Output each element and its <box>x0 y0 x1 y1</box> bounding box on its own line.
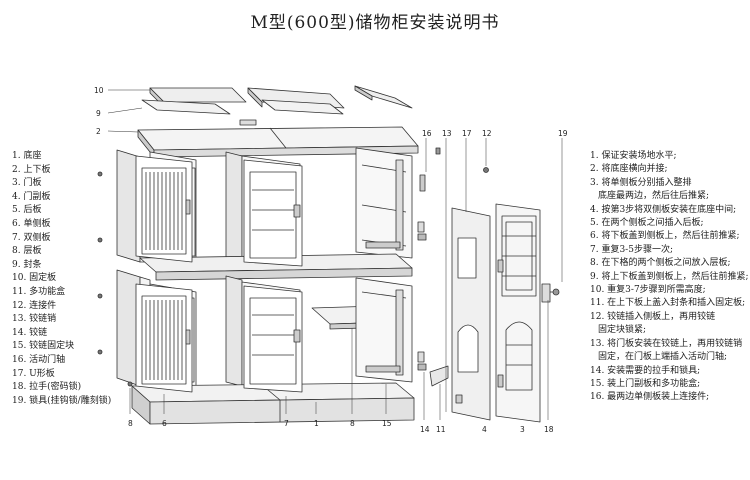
step-item: 6. 将下板盖到侧板上，然后往前推紧; <box>590 231 740 242</box>
part-item: 1. 底座 <box>12 151 42 161</box>
step-item: 14. 安装需要的拉手和锁具; <box>590 365 701 376</box>
parts-list: 1. 底座 2. 上下板 3. 门板 4. 门副板 5. 后板 6. 单侧板 7… <box>12 150 111 408</box>
top-board <box>137 119 419 158</box>
callout-label: 4 <box>482 425 487 434</box>
part-item: 8. 层板 <box>12 246 42 257</box>
lock-and-handle <box>541 283 560 303</box>
leader-lines <box>107 89 563 420</box>
part-item: 5. 后板 <box>12 205 42 216</box>
step-item: 13. 将门板安装在铰链上，再用铰链销 <box>590 338 743 349</box>
step-item: 固定，在门板上端插入活动门轴; <box>598 352 728 363</box>
callout-label: 18 <box>544 425 554 434</box>
part-item: 11. 多功能盒 <box>12 286 66 297</box>
callout-label: 19 <box>558 129 568 138</box>
callout-label: 7 <box>284 419 289 428</box>
callout-label: 8 <box>350 419 355 428</box>
door-panel-exploded <box>495 203 541 423</box>
step-item: 10. 重复3-7步骤到所需高度; <box>590 285 706 296</box>
part-item: 13. 铰链销 <box>12 314 57 325</box>
callout-label: 10 <box>94 86 104 95</box>
callout-label: 14 <box>420 425 430 434</box>
part-item: 14. 铰链 <box>12 327 48 338</box>
small-hardware <box>97 147 489 387</box>
callout-label: 11 <box>436 425 446 434</box>
step-item: 16. 最两边单侧板装上连接件; <box>590 392 710 403</box>
callout-label: 15 <box>382 419 392 428</box>
part-item: 18. 拉手(密码锁) <box>12 382 82 393</box>
callout-label: 3 <box>520 425 525 434</box>
u-plate-and-door-subplate <box>451 207 491 421</box>
callout-label: 6 <box>162 419 167 428</box>
step-item: 4. 按第3步将双侧板安装在底座中间; <box>590 204 737 215</box>
step-item: 5. 在两个侧板之间插入后板; <box>590 218 704 229</box>
part-item: 10. 固定板 <box>12 273 57 284</box>
part-item: 12. 连接件 <box>12 300 57 311</box>
fixing-plate-strips <box>149 85 413 109</box>
part-item: 7. 双侧板 <box>12 232 51 243</box>
callout-label: 12 <box>482 129 492 138</box>
step-item: 15. 装上门副板和多功能盒; <box>590 378 701 389</box>
step-item: 9. 将上下板盖到侧板上，然后往前推紧; <box>590 271 749 282</box>
step-item: 11. 在上下板上盖入封条和插入固定板; <box>590 298 746 309</box>
part-item: 2. 上下板 <box>12 164 51 175</box>
part-item: 9. 封条 <box>12 259 42 270</box>
part-item: 19. 锁具(挂钩锁/雕刻锁) <box>12 395 112 406</box>
callout-label: 9 <box>96 109 101 118</box>
part-item: 17. U形板 <box>12 368 55 379</box>
part-item: 4. 门副板 <box>12 191 51 202</box>
base <box>131 382 415 425</box>
callout-label: 2 <box>96 127 101 136</box>
part-item: 15. 铰链固定块 <box>12 341 75 352</box>
part-item: 3. 门板 <box>12 178 42 189</box>
doors <box>135 155 303 393</box>
seal-strips <box>141 99 344 115</box>
callout-label: 13 <box>442 129 452 138</box>
callout-label: 1 <box>314 419 319 428</box>
steps-list: 1. 保证安装场地水平; 2. 将底座横向并接; 3. 将单侧板分别插入整排 底… <box>590 150 748 405</box>
step-item: 8. 在下格的两个侧板之间放入层板; <box>590 258 731 269</box>
callout-label: 17 <box>462 129 472 138</box>
part-item: 6. 单侧板 <box>12 218 51 229</box>
callout-labels: 10 9 2 16 13 17 12 19 8 6 7 1 8 15 14 11… <box>94 86 568 434</box>
step-item: 1. 保证安装场地水平; <box>590 151 677 161</box>
step-item: 2. 将底座横向并接; <box>590 164 668 175</box>
part-item: 16. 活动门轴 <box>12 354 66 365</box>
step-item: 底座最两边，然后往后推紧; <box>598 191 710 202</box>
page-title: M型(600型)储物柜安装说明书 <box>250 13 500 33</box>
callout-label: 8 <box>128 419 133 428</box>
callout-label: 16 <box>422 129 432 138</box>
step-item: 固定块锁紧; <box>598 325 647 336</box>
step-item: 7. 重复3-5步骤一次; <box>590 244 673 255</box>
step-item: 12. 铰链插入侧板上，再用铰链 <box>590 311 716 322</box>
step-item: 3. 将单侧板分别插入整排 <box>590 177 692 188</box>
